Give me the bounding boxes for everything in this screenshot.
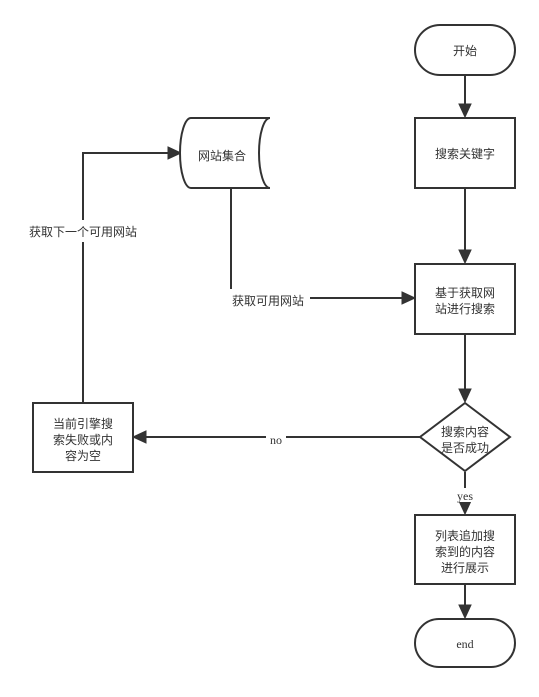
node-search-success-decision: 搜索内容 是否成功 (418, 401, 512, 473)
node-search-keyword: 搜索关键字 (414, 117, 516, 189)
node-decision-line-2: 是否成功 (441, 441, 489, 455)
label-get-next-site: 获取下一个可用网站 (29, 225, 137, 239)
node-site-collection: 网站集合 (179, 117, 271, 189)
node-list-results-line-2: 索到的内容 (435, 544, 495, 559)
node-list-results-line-1: 列表追加搜 (435, 528, 495, 543)
node-start: 开始 (414, 24, 516, 76)
edge-start-to-search-keyword (458, 76, 472, 119)
node-search-by-site: 基于获取网 站进行搜索 (414, 263, 516, 335)
node-list-results-line-3: 进行展示 (441, 561, 489, 575)
node-decision-line-1: 搜索内容 (441, 424, 489, 439)
edge-list-to-end (458, 584, 472, 620)
node-engine-failed-line-2: 索失败或内 (53, 432, 113, 447)
node-engine-failed-line-3: 容为空 (65, 448, 101, 463)
node-start-label: 开始 (453, 44, 477, 58)
node-site-collection-label: 网站集合 (198, 148, 246, 163)
label-get-available-site: 获取可用网站 (232, 294, 304, 308)
label-no: no (270, 433, 282, 447)
label-yes: yes (457, 489, 473, 503)
node-end: end (414, 618, 516, 668)
node-search-by-site-line-1: 基于获取网 (435, 286, 495, 300)
edge-failed-to-site-collection (82, 146, 183, 403)
node-engine-failed-line-1: 当前引擎搜 (53, 416, 113, 431)
edge-site-collection-to-search-by-site (230, 188, 417, 305)
node-search-by-site-line-2: 站进行搜索 (435, 301, 495, 316)
edge-search-keyword-to-search-by-site (458, 188, 472, 265)
edge-search-by-site-to-decision (458, 334, 472, 404)
node-end-label: end (456, 637, 473, 651)
node-engine-failed: 当前引擎搜 索失败或内 容为空 (32, 402, 134, 473)
node-search-keyword-label: 搜索关键字 (435, 146, 495, 161)
node-list-results: 列表追加搜 索到的内容 进行展示 (414, 514, 516, 585)
